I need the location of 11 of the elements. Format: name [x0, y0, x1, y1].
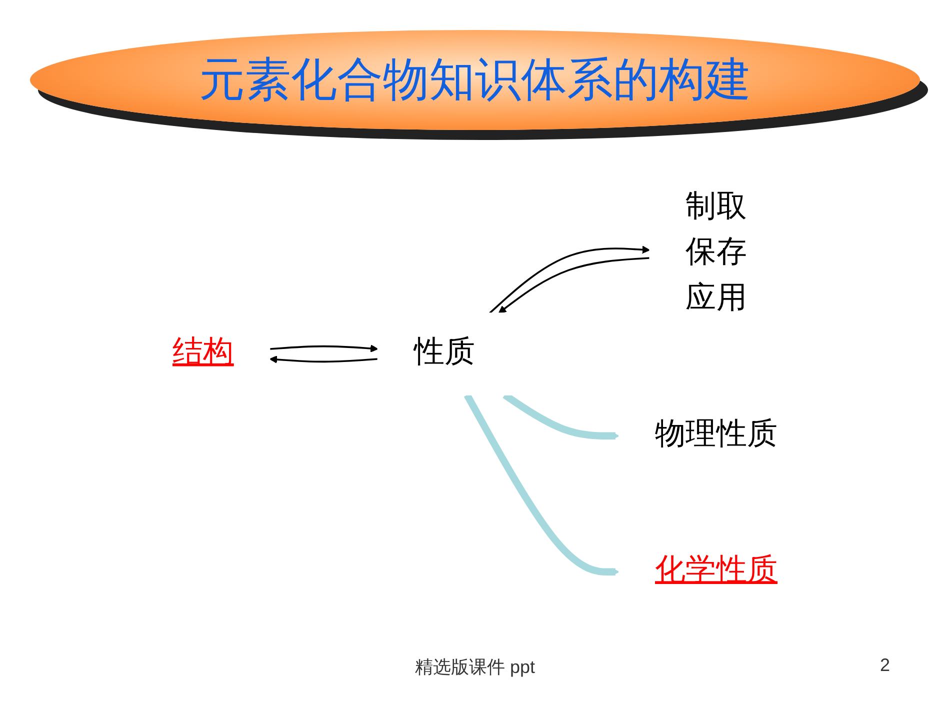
arrow: [498, 257, 650, 314]
arrow: [269, 356, 378, 364]
node-text: 制取 保存 应用: [686, 188, 747, 316]
node-text: 物理性质: [655, 416, 778, 452]
arrow: [489, 246, 650, 314]
arrow: [270, 344, 378, 352]
title-banner: 元素化合物知识体系的构建: [30, 30, 920, 130]
page-number: 2: [880, 655, 890, 676]
arrow: [464, 393, 620, 576]
footer-text: 精选版课件 ppt: [415, 656, 536, 679]
node-text: 结构: [172, 334, 234, 370]
